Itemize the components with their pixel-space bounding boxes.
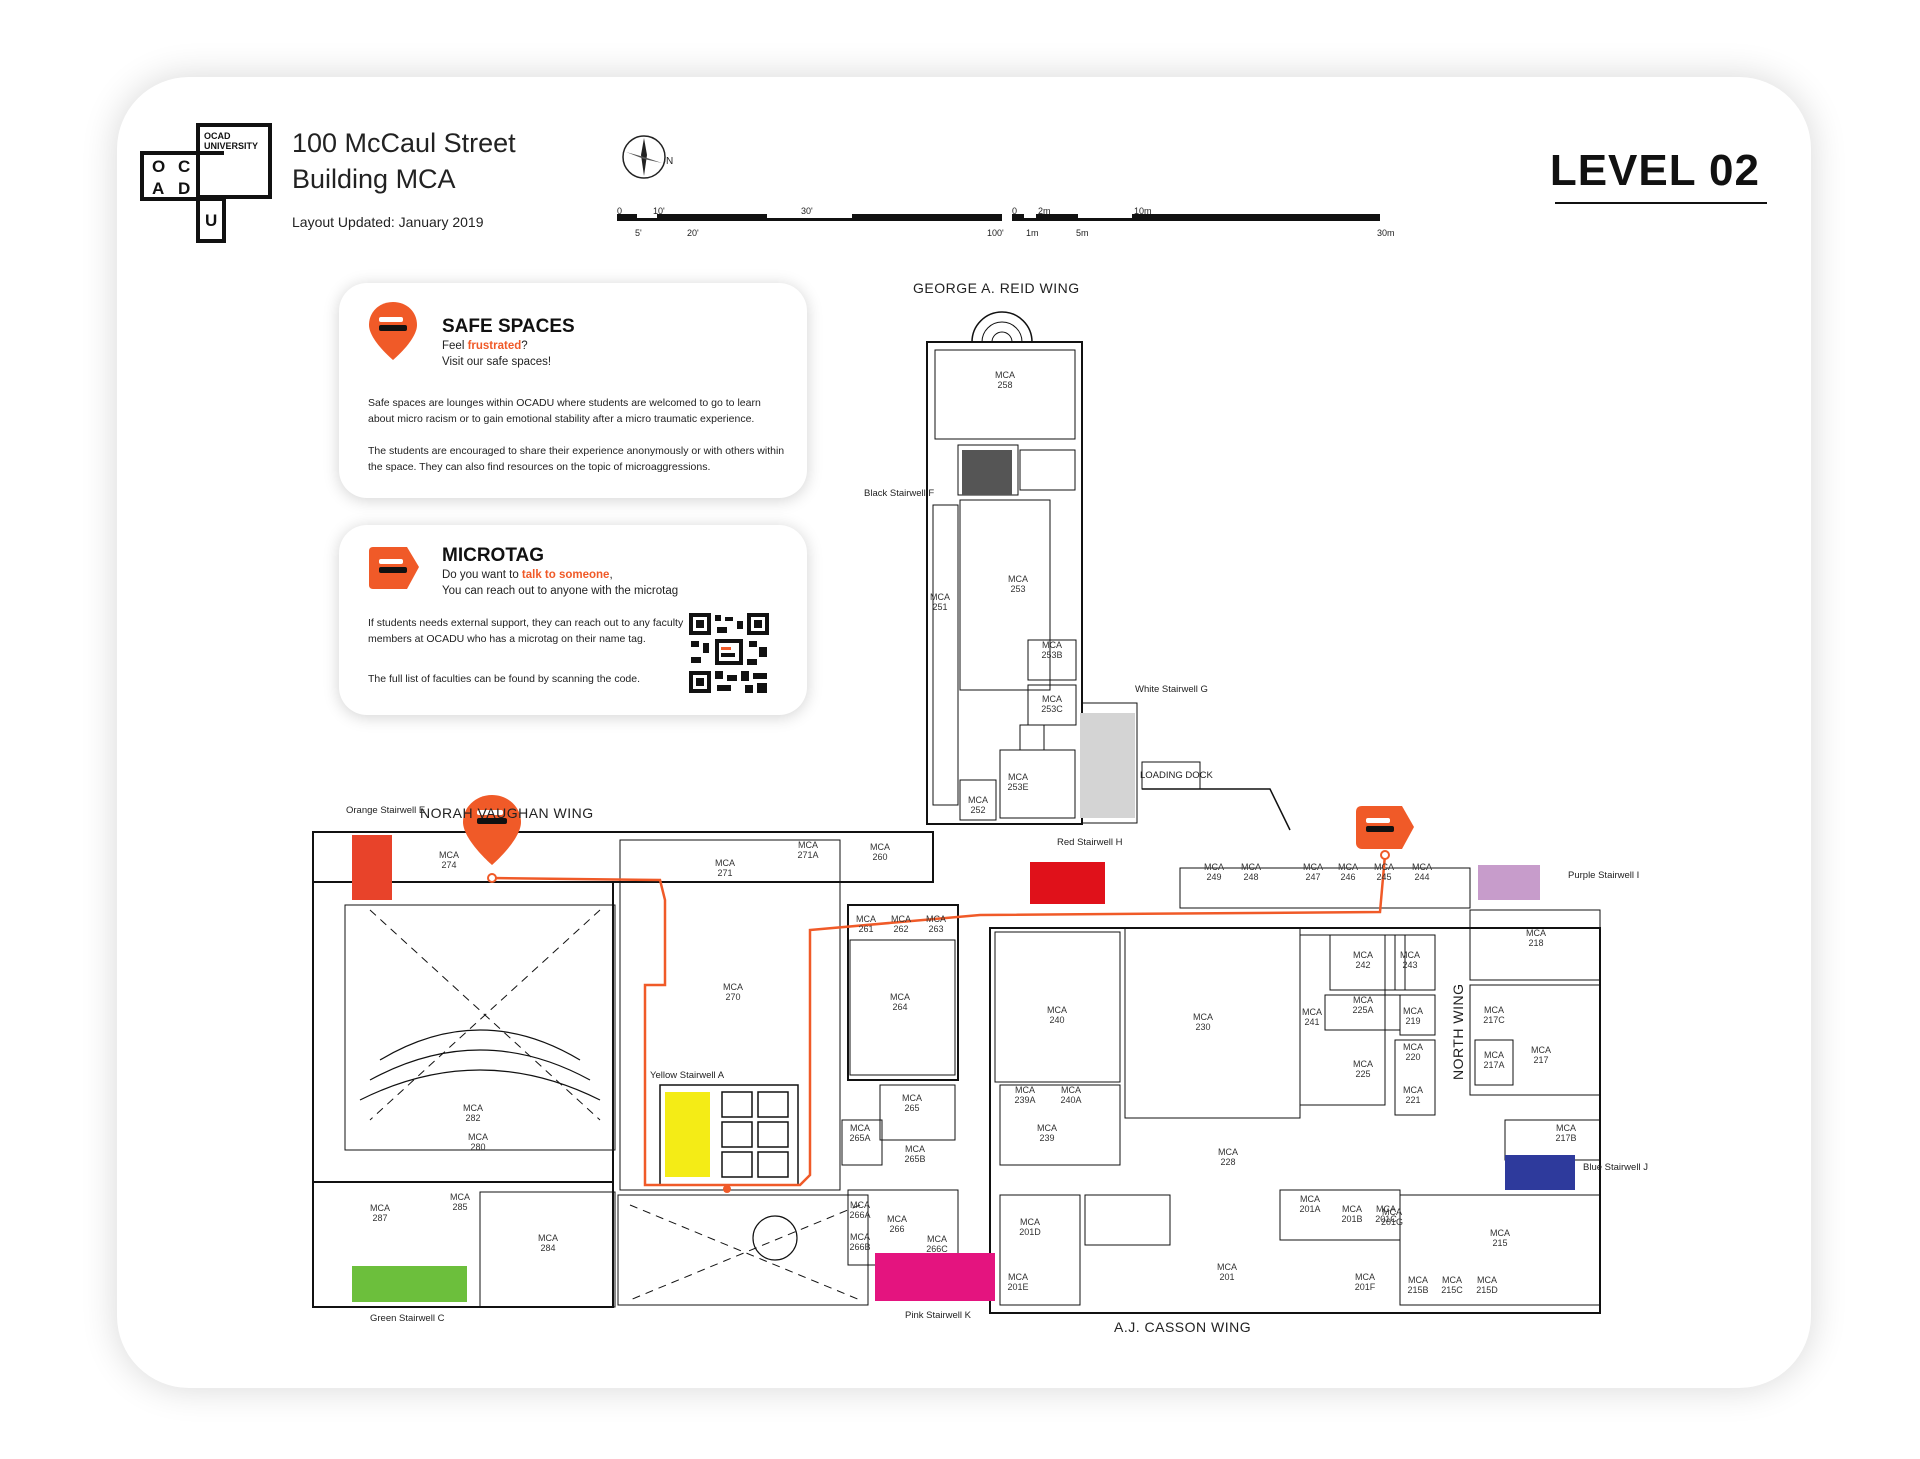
qr-code[interactable]: [689, 613, 769, 693]
scale-metric-bottom-1: 5m: [1076, 228, 1089, 238]
address: 100 McCaul Street: [292, 128, 516, 158]
scale-imperial-bottom-1: 20': [687, 228, 699, 238]
logo-letter-u: U: [205, 211, 218, 230]
scale-imperial-bottom-2: 100': [987, 228, 1004, 238]
building-name: Building MCA: [292, 164, 456, 194]
scale-bar-metric: 0 2m 10m 1m 5m 30m: [1012, 206, 1395, 238]
scale-imperial-top-2: 30': [801, 206, 813, 216]
logo-line2: UNIVERSITY: [204, 141, 259, 151]
layout-updated: Layout Updated: January 2019: [292, 214, 484, 230]
scale-imperial-top-0: 0: [617, 206, 623, 216]
microtag-icon: [369, 547, 419, 589]
safe-spaces-body-2: The students are encouraged to share the…: [368, 445, 785, 473]
safe-line2: Visit our safe spaces!: [442, 356, 552, 368]
safe-spaces-body-1: Safe spaces are lounges within OCADU whe…: [368, 397, 761, 425]
scale-bar-imperial: 0 10' 30' 5' 20' 100': [617, 206, 1004, 238]
compass-icon: N: [622, 135, 673, 179]
safe-line1-post: ?: [521, 340, 528, 352]
logo-letter-d: D: [178, 179, 191, 198]
safe-spaces-tagline: Feel frustrated? Visit our safe spaces!: [442, 338, 551, 370]
microtag-line2: You can reach out to anyone with the mic…: [442, 585, 679, 597]
logo-letter-a: A: [152, 179, 165, 198]
map-card: [117, 77, 1811, 1388]
scale-metric-top-2: 10m: [1134, 206, 1152, 216]
scale-metric-bottom-0: 1m: [1026, 228, 1039, 238]
microtag-title: MICROTAG: [442, 545, 545, 566]
building-title: 100 McCaul Street Building MCA: [292, 125, 516, 197]
scale-imperial-bottom-0: 5': [635, 228, 642, 238]
logo-letter-o: O: [152, 157, 166, 176]
ocad-logo: OCAD UNIVERSITY O C A D U: [140, 123, 280, 243]
microtag-body-1: If students needs external support, they…: [368, 617, 684, 645]
microtag-tagline: Do you want to talk to someone, You can …: [442, 567, 678, 599]
scale-metric-bottom-2: 30m: [1377, 228, 1395, 238]
scale-imperial-top-1: 10': [653, 206, 665, 216]
safe-line1-pre: Feel: [442, 340, 468, 352]
logo-letter-c: C: [178, 157, 191, 176]
safe-space-pin-icon: [369, 302, 417, 360]
microtag-line1-highlight: talk to someone: [521, 569, 610, 581]
logo-line1: OCAD: [204, 131, 231, 141]
safe-line1-highlight: frustrated: [467, 340, 522, 352]
scale-metric-top-0: 0: [1012, 206, 1018, 216]
svg-text:N: N: [666, 156, 673, 167]
microtag-line1-pre: Do you want to: [442, 569, 522, 581]
level-title: LEVEL 02: [1549, 146, 1760, 195]
safe-spaces-panel: SAFE SPACES Feel frustrated? Visit our s…: [339, 283, 807, 498]
level-underline: [1555, 202, 1767, 204]
microtag-panel: MICROTAG Do you want to talk to someone,…: [339, 525, 807, 715]
safe-spaces-title: SAFE SPACES: [442, 316, 575, 337]
microtag-line1-post: ,: [609, 569, 613, 581]
scale-metric-top-1: 2m: [1038, 206, 1051, 216]
microtag-body-2: The full list of faculties can be found …: [368, 673, 641, 685]
